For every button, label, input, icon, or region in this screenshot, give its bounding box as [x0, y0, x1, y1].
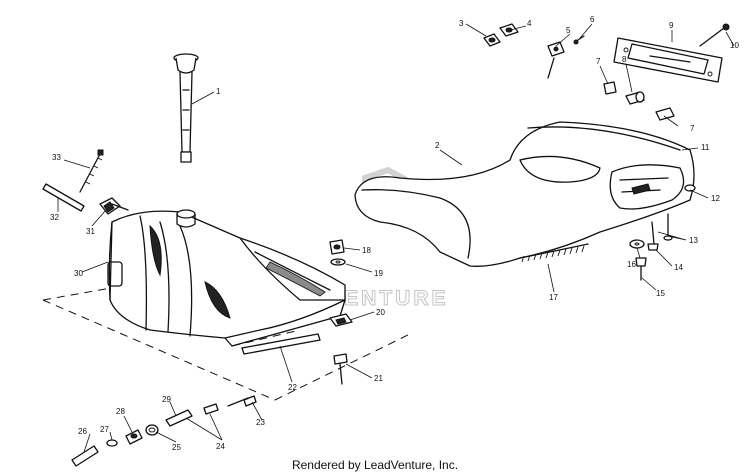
callout-20: 20: [376, 308, 385, 317]
callout-12: 12: [711, 194, 720, 203]
callout-22: 22: [288, 383, 297, 392]
callout-28: 28: [116, 407, 125, 416]
part-5-6-plate-screw: [547, 35, 585, 79]
part-9-taillight: [613, 37, 723, 83]
callout-25: 25: [172, 443, 181, 452]
part-22-strap: [241, 333, 321, 355]
leader-lines: [57, 23, 735, 453]
callout-27: 27: [100, 425, 109, 434]
part-12-16-fasteners: [629, 184, 696, 281]
callout-23: 23: [256, 418, 265, 427]
part-1-fuel-sender: [173, 53, 199, 163]
part-2-seat: [354, 121, 695, 267]
part-31-fitting: [99, 197, 129, 215]
part-32-vent-hose: [42, 183, 85, 212]
callout-21: 21: [374, 374, 383, 383]
footer-credit: Rendered by LeadVenture, Inc.: [291, 458, 459, 472]
callout-1: 1: [216, 87, 221, 96]
part-30-fuel-tank: [107, 209, 346, 347]
callout-11: 11: [701, 143, 710, 152]
callout-7-upper: 7: [596, 57, 601, 66]
callout-15: 15: [656, 289, 665, 298]
callout-19: 19: [374, 269, 383, 278]
callout-14: 14: [674, 263, 683, 272]
part-33-tie-strap: [79, 149, 104, 193]
part-7-8-bulbs: [603, 81, 675, 121]
part-23-29-hose-set: [71, 395, 257, 467]
callout-3: 3: [459, 19, 464, 28]
callout-29: 29: [162, 395, 171, 404]
part-3-4-grommets: [483, 23, 519, 47]
callout-32: 32: [50, 213, 59, 222]
callout-13: 13: [689, 236, 698, 245]
callout-26: 26: [78, 427, 87, 436]
callout-5: 5: [566, 26, 571, 35]
callout-8: 8: [622, 55, 627, 64]
callout-24: 24: [216, 442, 225, 451]
callout-31: 31: [86, 227, 95, 236]
part-18-19-nut-washer: [329, 239, 346, 266]
callout-4: 4: [527, 19, 532, 28]
callout-7-lower: 7: [690, 124, 695, 133]
part-17-seat-base-strip: [519, 243, 589, 263]
callout-numbers: 1 2 3 4 5 6 7 8 9 10 7 11 12 13 14 15 16…: [50, 15, 739, 452]
callout-16: 16: [627, 260, 636, 269]
callout-6: 6: [590, 15, 595, 24]
callout-17: 17: [549, 293, 558, 302]
callout-18: 18: [362, 246, 371, 255]
part-20-pad: [329, 313, 353, 327]
callout-10: 10: [730, 41, 739, 50]
callout-33: 33: [52, 153, 61, 162]
callout-9: 9: [669, 21, 674, 30]
part-10-lens-screw: [699, 23, 730, 47]
callout-2: 2: [435, 141, 440, 150]
part-21-bolt: [333, 353, 348, 385]
callout-30: 30: [74, 269, 83, 278]
